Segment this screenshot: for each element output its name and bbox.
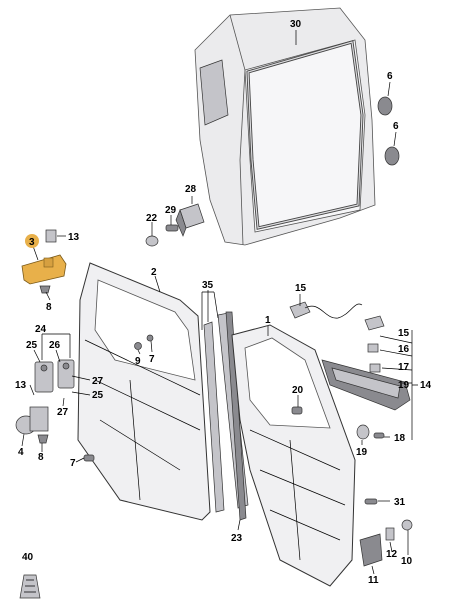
clip-17: [369, 363, 381, 373]
part-label-27b: 27: [57, 407, 69, 418]
part-label-29: 29: [165, 205, 177, 216]
part-label-8b: 8: [38, 452, 44, 463]
part-label-1: 1: [265, 315, 271, 326]
guide-rail-23: [225, 311, 247, 521]
part-label-8a: 8: [46, 302, 52, 313]
handle-unit-19: [321, 359, 411, 411]
door-panel-2: [77, 262, 211, 521]
switch-15: [289, 301, 385, 331]
part-label-23: 23: [231, 533, 243, 544]
vehicle-body: [194, 7, 376, 246]
hinge-3-highlighted: [21, 254, 67, 285]
part-label-14: 14: [420, 380, 432, 391]
hinge-assembly-24: [34, 359, 75, 393]
rubber-buffer-6b: [384, 146, 400, 166]
grommet-19b: [356, 424, 370, 440]
part-label-19a: 19: [398, 380, 410, 391]
part-label-27a: 27: [92, 376, 104, 387]
part-label-12: 12: [386, 549, 398, 560]
warning-triangle-40: [19, 574, 41, 599]
handle-housing-11: [359, 533, 383, 567]
stud-22: [145, 235, 159, 247]
cap-10: [401, 519, 413, 531]
part-label-24: 24: [35, 324, 47, 335]
part-labels: 30 6 6 28 29 22 3 13 8 2 35 15 1 15 16 1…: [15, 19, 432, 586]
part-label-25a: 25: [26, 340, 38, 351]
bolt-7b: [146, 334, 154, 342]
bolt-9: [134, 342, 142, 350]
part-label-26: 26: [49, 340, 61, 351]
part-label-35: 35: [202, 280, 214, 291]
part-label-25b: 25: [92, 390, 104, 401]
part-label-13a: 13: [68, 232, 80, 243]
part-label-7a: 7: [149, 354, 155, 365]
part-label-2: 2: [151, 267, 157, 278]
bolt-31: [364, 498, 378, 505]
bolt-29: [165, 224, 179, 232]
hinge-lower-4: [15, 406, 49, 435]
rubber-buffer-6a: [377, 96, 393, 116]
part-label-18: 18: [394, 433, 406, 444]
leader-lines: [21, 30, 418, 575]
part-label-4: 4: [18, 447, 24, 458]
door-stop-28: [175, 203, 205, 237]
part-label-31: 31: [394, 497, 406, 508]
part-label-3: 3: [29, 237, 35, 248]
door-panel-1: [231, 324, 356, 587]
part-label-13b: 13: [15, 380, 27, 391]
bolt-20: [291, 406, 303, 415]
part-label-17: 17: [398, 362, 410, 373]
part-label-6a: 6: [387, 71, 393, 82]
part-label-9: 9: [135, 356, 141, 367]
cover-13a: [45, 229, 57, 243]
bolt-7a: [83, 454, 95, 462]
part-label-6b: 6: [393, 121, 399, 132]
part-label-22: 22: [146, 213, 158, 224]
part-label-15b: 15: [398, 328, 410, 339]
part-label-15a: 15: [295, 283, 307, 294]
part-label-20: 20: [292, 385, 304, 396]
bolt-12: [385, 527, 395, 541]
bolt-8b: [37, 434, 49, 444]
clip-16: [367, 343, 379, 353]
part-label-11: 11: [368, 575, 379, 586]
part-label-16: 16: [398, 344, 410, 355]
part-label-30: 30: [290, 19, 302, 30]
part-label-7b: 7: [70, 458, 76, 469]
part-label-28: 28: [185, 184, 197, 195]
part-label-40: 40: [22, 552, 34, 563]
screw-18: [373, 432, 385, 439]
part-label-10: 10: [401, 556, 413, 567]
bolt-8a: [39, 285, 51, 294]
part-label-3-marker: [25, 234, 39, 248]
part-label-19b: 19: [356, 447, 368, 458]
